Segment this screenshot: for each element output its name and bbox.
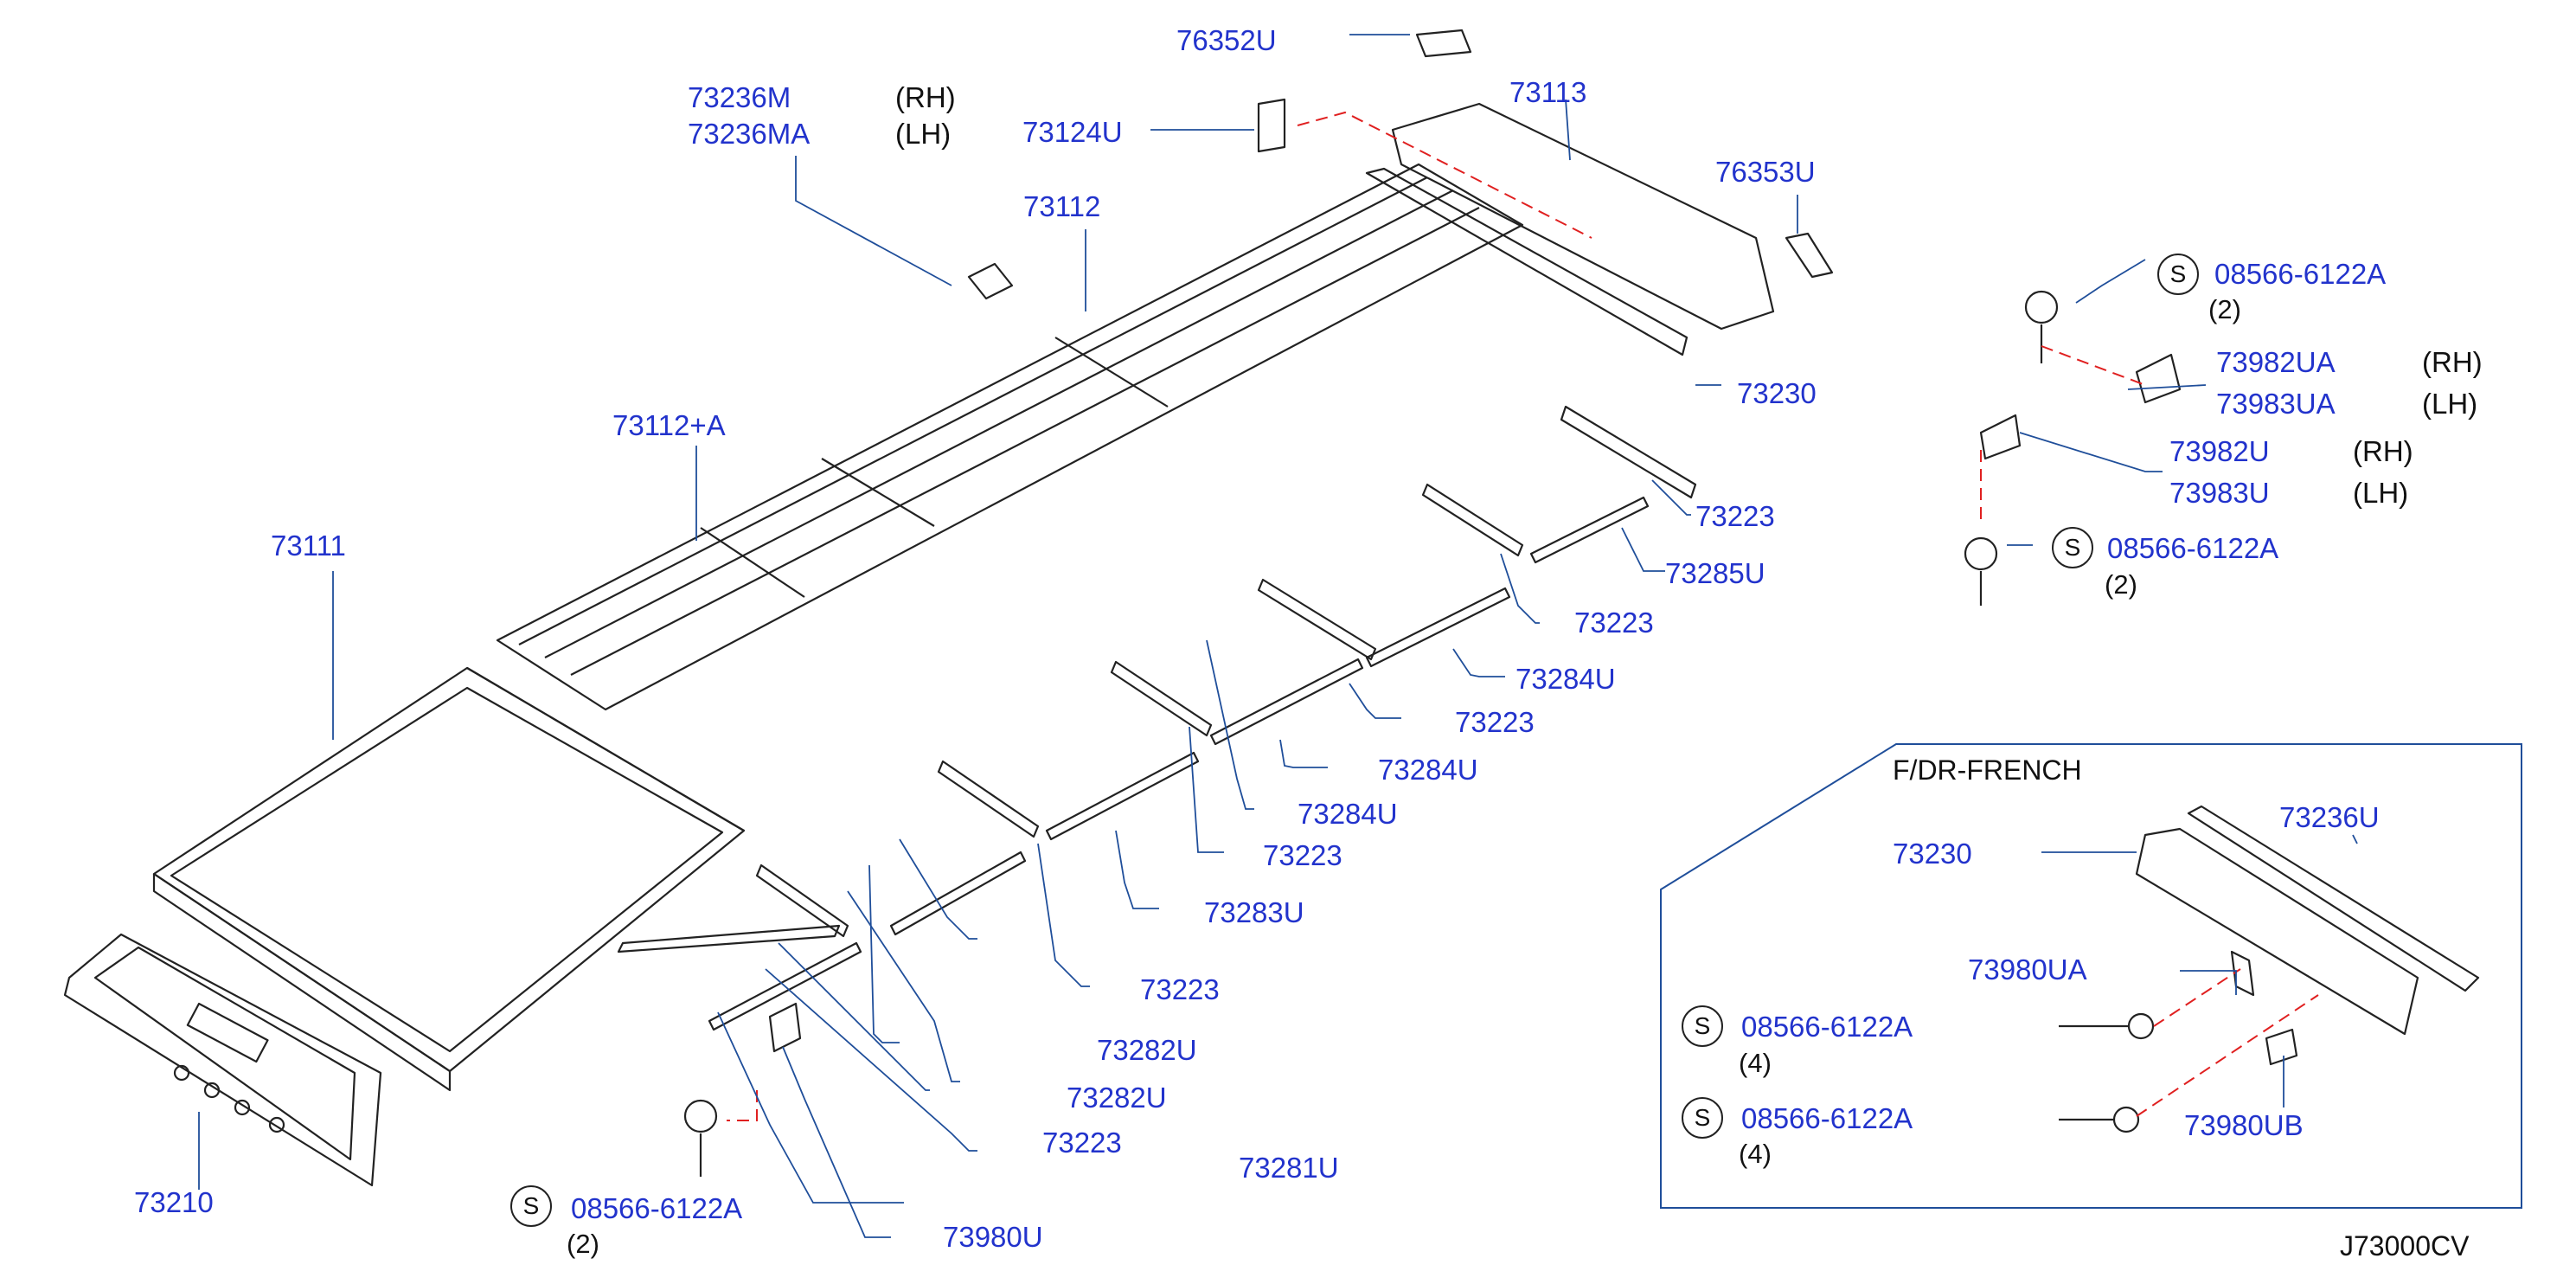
standard-part-mark: S <box>510 1185 552 1227</box>
label-73285U: 73285U <box>1665 557 1765 589</box>
label-73983UA-side: (LH) <box>2422 388 2478 420</box>
rear-header <box>63 933 382 1187</box>
crossmember-1 <box>1560 405 1697 499</box>
label-76352U: 76352U <box>1176 24 1277 56</box>
label-73982U: 73982U <box>2169 435 2270 467</box>
label-73210: 73210 <box>134 1186 214 1218</box>
standard-part-mark: S <box>2052 527 2093 568</box>
label-73982UA: 73982UA <box>2216 346 2336 378</box>
roof-bows <box>496 163 1524 711</box>
strip-76353U <box>1785 232 1834 279</box>
standard-part-mark: S <box>2157 254 2199 295</box>
bracket-73982UA <box>2135 353 2182 404</box>
crossmember-4 <box>1110 660 1213 737</box>
dash-lines <box>727 111 2319 1121</box>
label-inset-73236U: 73236U <box>2279 801 2380 833</box>
label-73283U: 73283U <box>1204 896 1304 928</box>
label-73112: 73112 <box>1023 190 1101 222</box>
crossmember-3 <box>1257 578 1377 661</box>
label-73113: 73113 <box>1509 76 1587 108</box>
qty-inset-bolt1: (4) <box>1739 1048 1772 1078</box>
label-73223-c: 73223 <box>1455 706 1535 738</box>
label-73124U: 73124U <box>1022 116 1123 148</box>
label-inset-73980UB: 73980UB <box>2184 1109 2304 1141</box>
diagram-code: J73000CV <box>2340 1230 2470 1262</box>
bolt-clip <box>768 1002 802 1053</box>
crossmember-2 <box>1421 483 1524 557</box>
standard-part-mark: S <box>1682 1005 1723 1047</box>
bracket-73982U <box>1979 414 2022 460</box>
label-bolt-r2: 08566-6122A <box>2107 532 2279 564</box>
crossmember-6 <box>755 863 849 938</box>
label-bolt-main: 08566-6122A <box>571 1192 743 1224</box>
label-inset-73230: 73230 <box>1893 838 1972 870</box>
label-inset-bolt2: 08566-6122A <box>1741 1102 1913 1134</box>
label-73982U-side: (RH) <box>2353 435 2413 467</box>
label-inset-bolt1: 08566-6122A <box>1741 1011 1913 1043</box>
strip-76352U <box>1415 29 1472 58</box>
label-73236MA: 73236MA <box>688 118 811 150</box>
label-73230: 73230 <box>1737 377 1817 409</box>
label-73284U-b: 73284U <box>1378 754 1478 786</box>
label-73982UA-side: (RH) <box>2422 346 2483 378</box>
label-73223-b: 73223 <box>1574 607 1654 639</box>
label-73983UA: 73983UA <box>2216 388 2336 420</box>
label-73983U-side: (LH) <box>2353 477 2409 509</box>
inset-title: F/DR-FRENCH <box>1893 754 2082 786</box>
label-76353U: 76353U <box>1715 156 1816 188</box>
label-bolt-r1: 08566-6122A <box>2214 258 2387 290</box>
label-73223-a: 73223 <box>1695 500 1775 532</box>
crossmember-7 <box>617 924 841 953</box>
label-inset-73980UA: 73980UA <box>1968 953 2087 985</box>
label-73111: 73111 <box>271 530 346 562</box>
inset-border <box>1660 743 2522 1209</box>
inset-rail-73236U <box>2187 805 2480 992</box>
qty-bolt-r2: (2) <box>2105 569 2137 600</box>
qty-inset-bolt2: (4) <box>1739 1139 1772 1169</box>
qty-bolt-main: (2) <box>567 1229 599 1259</box>
inset-rail-73230 <box>2135 827 2419 1036</box>
label-73284U-c: 73284U <box>1298 798 1398 830</box>
bracket-73124U <box>1257 98 1286 153</box>
rear-bow <box>1391 102 1775 331</box>
roof-drawing <box>63 29 2480 1187</box>
qty-bolt-r1: (2) <box>2208 294 2241 324</box>
roof-panel <box>152 666 746 1073</box>
label-73223-d: 73223 <box>1263 839 1342 871</box>
label-73236M: 73236M <box>688 81 791 113</box>
label-73112A: 73112+A <box>612 409 726 441</box>
leader-lines <box>198 34 2358 1238</box>
label-73282U-a: 73282U <box>1097 1034 1197 1066</box>
label-73236M-side: (RH) <box>895 81 956 113</box>
label-73983U: 73983U <box>2169 477 2270 509</box>
bracket-73236M <box>967 262 1014 300</box>
label-73284U-a: 73284U <box>1515 663 1616 695</box>
label-73980U: 73980U <box>943 1221 1043 1253</box>
crossmember-5 <box>937 760 1040 838</box>
label-73281U: 73281U <box>1239 1152 1339 1184</box>
label-73236MA-side: (LH) <box>895 118 952 150</box>
label-73223-f: 73223 <box>1042 1127 1122 1159</box>
standard-part-mark: S <box>1682 1097 1723 1139</box>
label-73223-e: 73223 <box>1140 973 1220 1005</box>
label-73282U-b: 73282U <box>1067 1082 1167 1114</box>
